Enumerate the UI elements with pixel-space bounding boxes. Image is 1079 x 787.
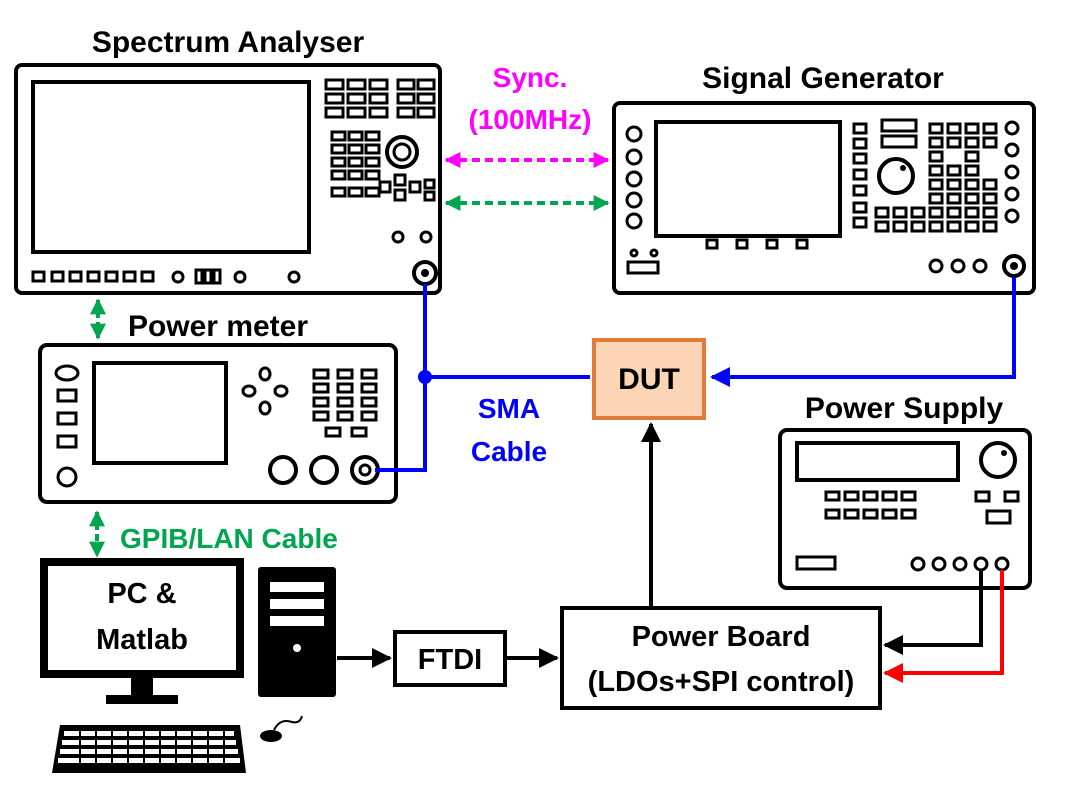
spectrum-analyser: Spectrum Analyser (14, 26, 442, 295)
power-board-box (560, 606, 882, 710)
pc-monitor: PC & Matlab (40, 558, 244, 704)
power-board-label-line1: Power Board (632, 621, 811, 653)
dut-block: DUT (592, 338, 706, 420)
ftdi-label: FTDI (418, 644, 482, 676)
power-meter-sensor-port (350, 455, 380, 485)
power-supply: Power Supply (778, 392, 1032, 590)
gpib-lan-label: GPIB/LAN Cable (120, 523, 338, 554)
signal-generator-side-buttons (625, 125, 643, 230)
power-board-label-line2: (LDOs+SPI control) (588, 666, 855, 698)
sma-cabling: SMA Cable (375, 277, 1016, 472)
signal-generator: Signal Generator (612, 62, 1036, 295)
power-meter-label: Power meter (128, 310, 308, 343)
spectrum-analyser-screen (31, 80, 311, 254)
power-board: Power Board (LDOs+SPI control) (560, 606, 882, 710)
sma-label-line1: SMA (478, 393, 540, 424)
dut-box (592, 338, 706, 420)
sma-label-line2: Cable (471, 436, 547, 467)
mouse-icon (260, 715, 303, 742)
spectrum-analyser-keypad (324, 78, 436, 198)
spectrum-analyser-label: Spectrum Analyser (92, 26, 365, 59)
sma-cable-sa (423, 284, 590, 379)
pc-tower-icon (258, 567, 336, 697)
spectrum-analyser-arrow-keys (378, 173, 436, 202)
sma-cable-siggen (710, 277, 1016, 387)
sma-cable-meter (375, 377, 427, 472)
pc-label-line2: Matlab (96, 624, 188, 656)
supply-ground-lead (883, 570, 983, 655)
monitor-screen (40, 558, 244, 678)
power-supply-display (795, 441, 960, 482)
supply-positive-lead (883, 570, 1004, 683)
sync-label-line1: Sync. (493, 62, 568, 93)
spectrum-analyser-softkeys (31, 268, 301, 285)
sma-junction (418, 370, 432, 384)
signal-generator-knob (877, 157, 915, 195)
ftdi-box (393, 630, 507, 687)
signal-generator-screen (654, 120, 842, 238)
pc-label-line1: PC & (107, 578, 176, 610)
sync-link: Sync. (100MHz) (444, 62, 610, 211)
power-meter: Power meter (38, 310, 398, 504)
sync-label-line2: (100MHz) (469, 104, 592, 135)
spectrum-analyser-knob (385, 135, 419, 169)
keyboard-icon (52, 725, 246, 773)
dut-label: DUT (618, 363, 680, 396)
power-supply-label: Power Supply (805, 392, 1004, 425)
signal-generator-keypad (852, 118, 1020, 274)
ftdi-block: FTDI (393, 630, 507, 687)
power-supply-knob (979, 441, 1017, 479)
signal-generator-label: Signal Generator (702, 62, 944, 95)
power-meter-screen (92, 361, 228, 465)
